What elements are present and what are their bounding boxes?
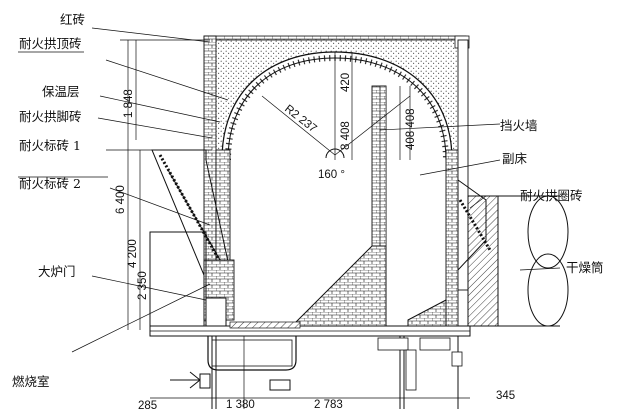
label-combustion-chamber: 燃烧室 xyxy=(12,374,50,389)
combustion-chamber-base xyxy=(170,336,297,391)
sloped-bed xyxy=(295,245,447,333)
dim-1848: 1 848 xyxy=(123,89,135,118)
dim-4200: 4 200 xyxy=(127,239,139,268)
text-labels: 红砖 耐火拱顶砖 保温层 耐火拱脚砖 耐火标砖 1 耐火标砖 2 大炉门 燃烧室… xyxy=(12,12,604,389)
label-red-brick: 红砖 xyxy=(60,12,85,27)
dimension-lines xyxy=(120,39,470,399)
dim-420: 420 xyxy=(340,73,352,92)
dim-8408-a: 8 408 xyxy=(340,121,352,150)
leader-lines xyxy=(18,27,561,353)
label-furnace-door: 大炉门 xyxy=(38,264,76,279)
drying-drum xyxy=(457,179,569,327)
dim-1380: 1 380 xyxy=(226,399,255,409)
label-insulation: 保温层 xyxy=(42,84,80,99)
dim-6400: 6 400 xyxy=(115,185,127,214)
label-arch-ring-brick: 耐火拱圈砖 xyxy=(520,188,583,203)
label-std-brick-2: 耐火标砖 2 xyxy=(19,176,81,191)
label-std-brick-1: 耐火标砖 1 xyxy=(19,138,81,153)
label-fire-wall: 挡火墙 xyxy=(500,118,538,133)
furnace-door-structure xyxy=(149,149,235,331)
label-arch-top-brick: 耐火拱顶砖 xyxy=(19,36,82,51)
dim-2783: 2 783 xyxy=(314,399,343,409)
dim-345: 345 xyxy=(496,390,515,402)
dim-8408-b: 408 408 xyxy=(405,108,417,150)
dim-2350: 2 350 xyxy=(137,271,149,300)
radius-indicator xyxy=(261,52,411,160)
support-legs xyxy=(211,336,463,409)
dim-angle: 160 ° xyxy=(318,169,345,181)
dim-285: 285 xyxy=(138,400,157,409)
label-secondary-bed: 副床 xyxy=(502,151,528,166)
label-drying-drum: 干燥筒 xyxy=(566,260,604,275)
label-arch-foot-brick: 耐火拱脚砖 xyxy=(19,109,82,124)
base-platform xyxy=(149,321,471,337)
right-brick-wall xyxy=(445,39,469,331)
